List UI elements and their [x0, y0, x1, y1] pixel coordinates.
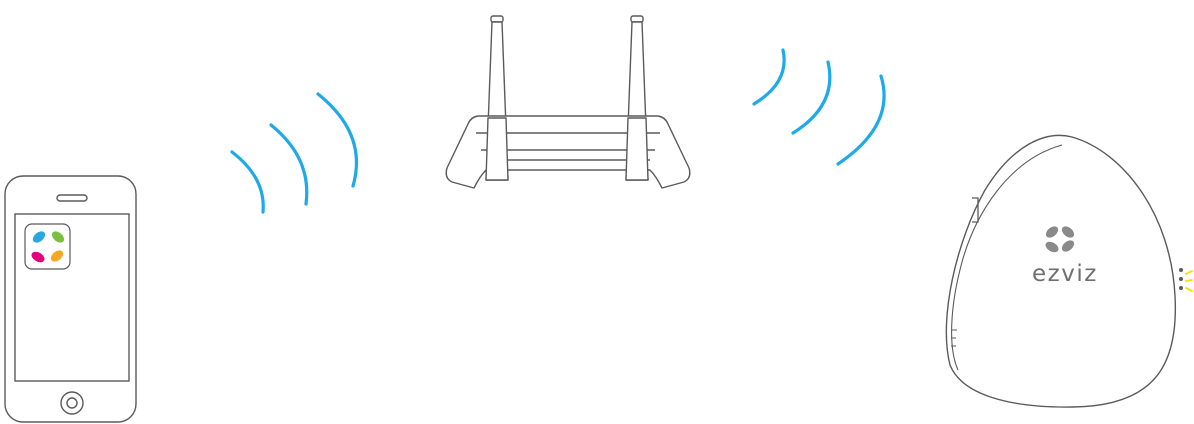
wave-arc-large — [838, 76, 884, 164]
status-led — [1179, 286, 1183, 290]
wireless-signal-left — [232, 94, 356, 212]
smartphone — [5, 176, 136, 422]
ezviz-app-icon[interactable] — [25, 224, 70, 269]
wave-arc-small — [754, 50, 784, 104]
status-led — [1179, 277, 1183, 281]
circle-home-icon — [61, 392, 83, 414]
wave-arc-medium — [271, 125, 307, 204]
wave-arc-large — [318, 94, 356, 186]
hub-brand-text: ezviz — [1032, 261, 1098, 287]
wave-arc-small — [232, 152, 263, 212]
status-led — [1179, 268, 1183, 272]
wireless-signal-right — [754, 50, 884, 164]
wave-arc-medium — [793, 62, 830, 133]
router-body — [446, 116, 690, 188]
ezviz-hub: ezviz — [946, 135, 1192, 407]
led-glow-icon — [1186, 271, 1192, 291]
hub-status-leds — [1179, 268, 1183, 290]
phone-speaker — [57, 195, 87, 201]
wifi-router — [446, 16, 690, 188]
